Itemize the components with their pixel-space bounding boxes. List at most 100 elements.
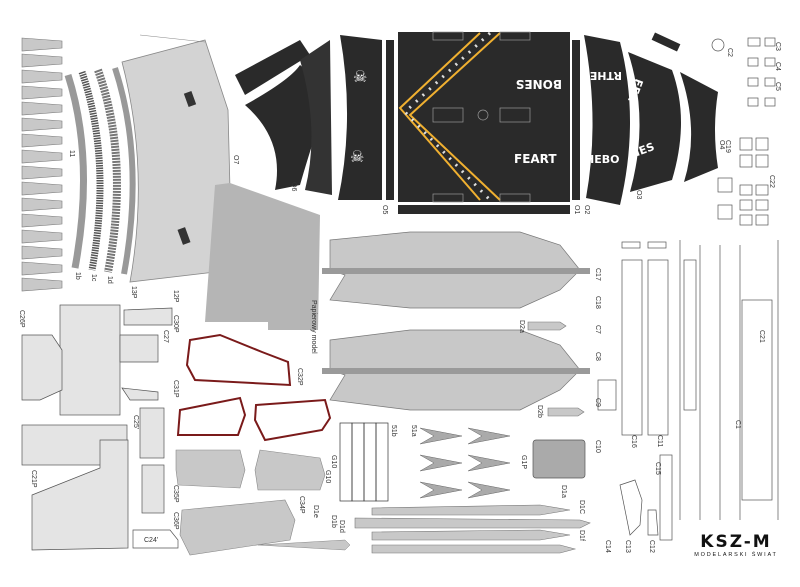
tooth-part bbox=[21, 181, 63, 196]
label-g1p: G1P bbox=[520, 455, 527, 469]
label-o5: O5 bbox=[381, 205, 388, 214]
tooth-part bbox=[21, 69, 63, 84]
gear-arc-strips bbox=[64, 67, 136, 275]
label-c8: C8 bbox=[594, 352, 601, 361]
right-arc-panel-1 bbox=[584, 35, 630, 205]
logo-title: KSZ-M bbox=[700, 532, 772, 552]
label-c27: C27 bbox=[162, 330, 169, 343]
label-c15: C15 bbox=[654, 462, 661, 475]
arrowhead-part bbox=[467, 481, 511, 499]
label-d1e: D1e bbox=[312, 505, 319, 518]
chevron-stripe bbox=[398, 32, 501, 201]
label-d1b: D1b bbox=[330, 515, 337, 528]
deck-panel bbox=[205, 183, 320, 330]
gray-hull-parts bbox=[175, 449, 326, 556]
label-c31: C31P bbox=[172, 380, 179, 398]
tooth-part bbox=[21, 261, 63, 276]
teeth-column bbox=[21, 37, 63, 292]
long-blade-parts bbox=[354, 504, 591, 554]
label-c5: C5 bbox=[774, 82, 781, 91]
label-51a: 51a bbox=[410, 425, 417, 437]
fuselage-part-upper bbox=[322, 231, 590, 309]
label-c4: C4 bbox=[774, 62, 781, 71]
skull-icon: ☠ bbox=[350, 149, 364, 166]
label-c26: C26P bbox=[18, 310, 25, 328]
arrowhead-part bbox=[419, 427, 463, 445]
label-11: 11 bbox=[68, 150, 75, 157]
main-deck-panel bbox=[398, 32, 570, 202]
tooth-part bbox=[21, 53, 63, 68]
left-arc-panels bbox=[235, 40, 332, 195]
tooth-part bbox=[21, 165, 63, 180]
tooth-part bbox=[21, 277, 63, 292]
label-c25: C25' bbox=[132, 415, 139, 429]
skull-panel bbox=[338, 35, 382, 200]
tooth-part bbox=[21, 213, 63, 228]
rail-grid bbox=[339, 422, 389, 502]
box-net-upper bbox=[21, 304, 173, 416]
label-c9: C9 bbox=[594, 398, 601, 407]
label-c18: C18 bbox=[594, 296, 601, 309]
small-parts-cluster bbox=[711, 37, 776, 226]
label-12p: 12P bbox=[172, 290, 179, 303]
tooth-part bbox=[21, 85, 63, 100]
box-net-lower bbox=[21, 407, 165, 551]
bottom-strip bbox=[398, 205, 570, 214]
label-o2: O2 bbox=[583, 205, 590, 214]
label-o6: O6 bbox=[290, 182, 297, 191]
label-o3: O3 bbox=[635, 190, 642, 199]
tooth-part bbox=[21, 37, 63, 52]
comb-strip bbox=[386, 40, 394, 200]
panel-text-bones: BONES bbox=[516, 77, 562, 91]
panel-text-feart: FEART bbox=[514, 152, 557, 166]
fuselage-part-lower bbox=[322, 329, 590, 411]
label-c32: C32P bbox=[296, 368, 303, 386]
grille-part bbox=[532, 439, 586, 479]
label-c24: C24' bbox=[144, 537, 158, 544]
label-51b: 51b bbox=[390, 425, 397, 437]
red-outlined-parts bbox=[176, 333, 332, 442]
part-labels: C24' C25' C26P C21P C27 C30P C31P C32P C… bbox=[18, 42, 781, 553]
label-c34: C34P bbox=[298, 496, 305, 514]
tooth-part bbox=[21, 133, 63, 148]
tooth-part bbox=[21, 197, 63, 212]
label-c19: C19 bbox=[724, 140, 731, 153]
label-d1c: D1C bbox=[578, 500, 585, 514]
label-c21: C21P bbox=[30, 470, 37, 488]
label-o7: O7 bbox=[232, 155, 239, 164]
tooth-part bbox=[21, 101, 63, 116]
skull-icon: ☠ bbox=[353, 69, 367, 86]
logo-subtitle: MODELARSKI ŚWIAT bbox=[694, 552, 778, 558]
label-d1f: D1f bbox=[578, 530, 585, 541]
small-pointed-part bbox=[547, 407, 585, 417]
tooth-part bbox=[21, 245, 63, 260]
label-g10b: G10 bbox=[324, 470, 331, 483]
label-c2: C2 bbox=[726, 48, 733, 57]
print-note: Papierowy model bbox=[310, 300, 317, 354]
label-1d: 1d bbox=[106, 276, 113, 284]
label-c21b: C21 bbox=[758, 330, 765, 343]
label-1c: 1c bbox=[90, 274, 97, 282]
label-c10: C10 bbox=[594, 440, 601, 453]
tooth-part bbox=[21, 149, 63, 164]
label-g10: G10 bbox=[330, 455, 337, 468]
publisher-logo: KSZ-M MODELARSKI ŚWIAT bbox=[688, 532, 784, 558]
label-c1: C1 bbox=[734, 420, 741, 429]
label-c12: C12 bbox=[648, 540, 655, 553]
label-c16: C16 bbox=[630, 435, 637, 448]
small-pointed-part bbox=[527, 321, 567, 331]
right-arc-panel-2 bbox=[628, 52, 681, 192]
label-c22: C22 bbox=[768, 175, 775, 188]
label-d1a: D1a bbox=[560, 485, 567, 498]
vent-detail bbox=[177, 227, 191, 245]
label-1b: 1b bbox=[74, 272, 81, 280]
label-c36: C36P bbox=[172, 512, 179, 530]
label-c3: C3 bbox=[774, 42, 781, 51]
arc-guide-line bbox=[139, 34, 206, 43]
arrowhead-part bbox=[419, 454, 463, 472]
panel-text-rthe: RTHE bbox=[590, 69, 622, 82]
label-d1d: D1d bbox=[338, 520, 345, 533]
small-tab-part bbox=[132, 529, 179, 549]
label-c13: C13 bbox=[624, 540, 631, 553]
